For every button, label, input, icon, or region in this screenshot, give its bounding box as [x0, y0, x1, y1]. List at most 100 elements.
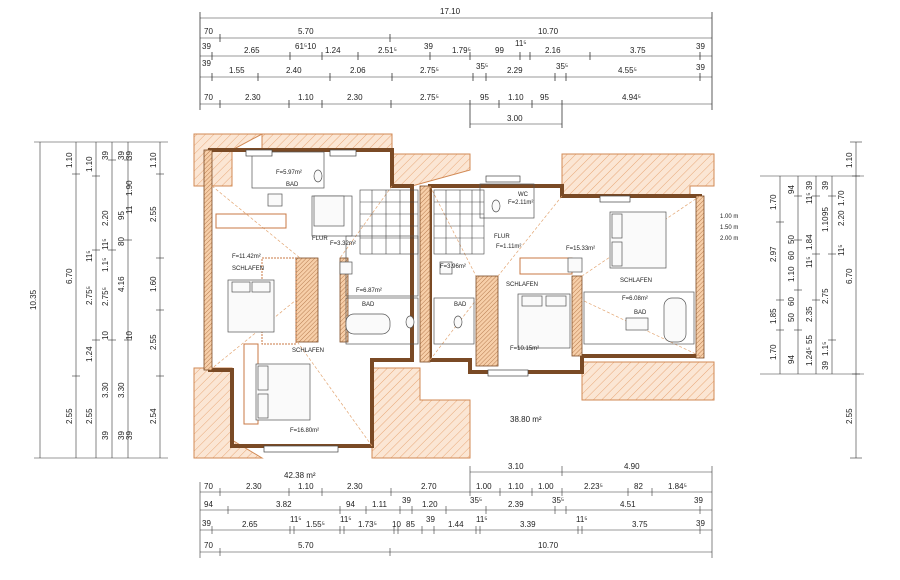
left-col2-label: 1.24: [85, 346, 94, 362]
room-area-label: F=3.96m²: [440, 264, 466, 270]
interior-wall: [475, 275, 499, 367]
bed-icon: [609, 211, 667, 269]
right-col4-label: 95: [821, 207, 830, 216]
top-row3-label: 2.40: [286, 66, 302, 75]
right-col5-label: 2.55: [845, 408, 854, 424]
bathtub-icon: [663, 297, 687, 343]
top-row1-label: 5.70: [298, 27, 314, 36]
left-col2-label: 2.75⁵: [85, 286, 94, 305]
washbasin-icon: [567, 257, 583, 273]
left-col3-label: 1.1⁵: [101, 258, 110, 272]
shower-icon: [313, 195, 345, 227]
bottom-row2-label: 1.10: [508, 482, 524, 491]
left-col3-label: 10: [101, 331, 110, 340]
top-dimension-chains: [199, 12, 713, 128]
bottom-row2-label: 1.00: [476, 482, 492, 491]
window-icon: [487, 369, 529, 377]
bottom-row4-label: 3.75: [632, 520, 648, 529]
top-row2-label: 2.16: [545, 46, 561, 55]
left-col2-label: 1.10: [85, 156, 94, 172]
top-row3-label: 1.55: [229, 66, 245, 75]
top-row1-label: 70: [204, 27, 213, 36]
ceiling-height-markers: 1.00 m 1.50 m 2.00 m: [720, 214, 738, 242]
window-icon: [485, 175, 521, 183]
top-row4-label: 2.30: [347, 93, 363, 102]
room-name-label: BAD: [454, 302, 467, 308]
bed-icon: [227, 279, 275, 333]
height-label: 1.50 m: [720, 225, 738, 231]
room-area-label: F=15.33m²: [566, 246, 595, 252]
left-col6-label: 1.60: [149, 276, 158, 292]
room-area-label: F=6.08m²: [622, 296, 648, 302]
top-row3-label: 2.75⁵: [420, 66, 439, 75]
left-col3-label: 2.20: [101, 210, 110, 226]
room-name-label: BAD: [634, 310, 647, 316]
top-row4-label: 1.10: [298, 93, 314, 102]
top-sub-label: 3.00: [507, 114, 523, 123]
height-label: 2.00 m: [720, 236, 738, 242]
window-icon: [599, 195, 631, 203]
left-col3-label: 3.30: [101, 382, 110, 398]
left-col4-label: 39: [117, 151, 126, 160]
left-col4-label: 80: [117, 237, 126, 246]
room-name-label: SCHLAFEN: [292, 348, 324, 354]
left-col3-label: 11⁵: [101, 238, 110, 250]
top-row3-label: 39: [696, 63, 705, 72]
bottom-row3-label: 2.39: [508, 500, 524, 509]
bottom-row2-label: 1.10: [298, 482, 314, 491]
window-icon: [263, 445, 339, 453]
room-name-label: FLUR: [312, 236, 328, 242]
bottom-row2-label: 82: [634, 482, 643, 491]
top-row1-label: 10.70: [538, 27, 559, 36]
room-name-label: BAD: [362, 302, 375, 308]
bottom-row4-label: 11⁵: [576, 515, 588, 524]
top-row2-label: 39: [424, 42, 433, 51]
roof-hatch-right-bottom: [581, 361, 715, 401]
right-col2-label: 50: [787, 313, 796, 322]
left-col6-label: 2.55: [149, 206, 158, 222]
right-col2-label: 60: [787, 297, 796, 306]
left-col4-label: 39: [117, 431, 126, 440]
room-name-label: SCHLAFEN: [506, 282, 538, 288]
bathtub-icon: [345, 313, 391, 335]
bottom-row5-label: 10.70: [538, 541, 559, 550]
left-col5-label: 39: [125, 151, 134, 160]
room-area-label: F=6.87m²: [356, 288, 382, 294]
top-row3-label: 4.55⁵: [618, 66, 637, 75]
top-row4-label: 95: [540, 93, 549, 102]
top-row3-label: 2.29: [507, 66, 523, 75]
left-col6-label: 2.55: [149, 334, 158, 350]
right-col3-label: 11⁵: [805, 256, 814, 268]
right-col1-label: 2.97: [769, 246, 778, 262]
room-area-label: F=1.11m²: [496, 244, 521, 250]
left-col1-label: 2.55: [65, 408, 74, 424]
top-row3-label: 39: [202, 59, 211, 68]
top-row2-label: 39: [696, 42, 705, 51]
left-col3-label: 39: [101, 151, 110, 160]
bottom-row4-label: 11⁵: [290, 515, 302, 524]
top-row4-label: 95: [480, 93, 489, 102]
room-name-label: WC: [518, 192, 529, 198]
top-row2-label: 1.79⁵: [452, 46, 471, 55]
right-col1-label: 1.70: [769, 194, 778, 210]
top-row2-label: 2.65: [244, 46, 260, 55]
bottom-row2-label: 1.00: [538, 482, 554, 491]
right-col3-label: 1.84: [805, 234, 814, 250]
bottom-row4-label: 1.55⁵: [306, 520, 325, 529]
right-col2-label: 94: [787, 355, 796, 364]
top-row2-label: 99: [495, 46, 504, 55]
left-col5-label: 11: [125, 205, 134, 214]
bottom-row4-label: 39: [202, 519, 211, 528]
roof-hatch-right-top: [561, 153, 715, 197]
right-col3-label: 55: [805, 335, 814, 344]
unit-totals: 42.38 m² 38.80 m²: [284, 415, 542, 480]
room-labels: F=5.97m² BAD FLUR F=3.32m² F=11.42m² SCH…: [232, 170, 652, 434]
top-row3-label: 35⁵: [476, 62, 488, 71]
right-dimension-chains: [760, 141, 864, 459]
room-area-label: F=3.32m²: [330, 241, 356, 247]
bottom-row4-label: 11⁵: [476, 515, 488, 524]
interior-wall: [571, 275, 583, 357]
bottom-row2-label: 1.84⁵: [668, 482, 687, 491]
right-col2-label: 50: [787, 235, 796, 244]
